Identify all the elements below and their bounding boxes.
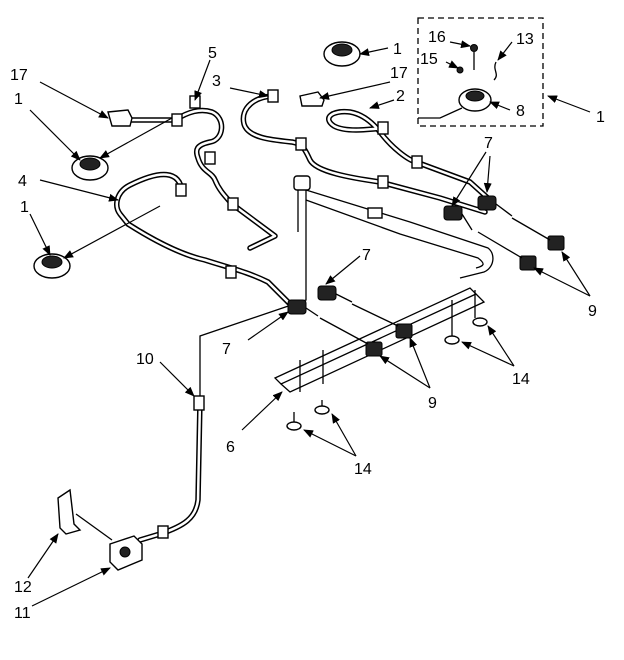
- burner-top-center: [323, 41, 361, 67]
- bracket-17-left: [107, 109, 133, 127]
- callout-7-middle: 7: [362, 247, 371, 264]
- bracket-17-right: [299, 91, 325, 107]
- callout-8: 8: [516, 103, 525, 120]
- callout-12: 12: [14, 579, 32, 596]
- tube-fittings: [157, 89, 423, 539]
- burner-detail-link: [418, 107, 463, 119]
- callout-5: 5: [208, 45, 217, 62]
- screws: [286, 317, 488, 431]
- callout-4: 4: [18, 173, 27, 190]
- callout-6: 6: [226, 439, 235, 456]
- callout-14-right: 14: [512, 371, 530, 388]
- leader-lines: [27, 40, 591, 607]
- callout-1-left-upper: 1: [14, 91, 23, 108]
- callout-11: 11: [14, 605, 31, 622]
- callout-7-left: 7: [222, 341, 231, 358]
- callout-7-top: 7: [484, 135, 493, 152]
- tube-2: [326, 108, 493, 203]
- callout-16: 16: [428, 29, 446, 46]
- callout-17-right: 17: [390, 65, 408, 82]
- burner-detail: [456, 44, 497, 112]
- pressure-regulator: [109, 535, 143, 571]
- manifold-drop-line: [199, 232, 307, 400]
- callout-9-right: 9: [588, 303, 597, 320]
- callout-9-center: 9: [428, 395, 437, 412]
- tube-10: [137, 397, 203, 543]
- regulator-bracket-link: [75, 513, 113, 541]
- burner-bracket: [273, 287, 486, 393]
- valves: [287, 195, 513, 317]
- callout-1-right: 1: [596, 109, 605, 126]
- orifices: [319, 217, 565, 357]
- burner-detail-box: [417, 17, 544, 127]
- callout-2: 2: [396, 88, 405, 105]
- callout-1-left-lower: 1: [20, 199, 29, 216]
- callout-15: 15: [420, 51, 438, 68]
- callout-10: 10: [136, 351, 154, 368]
- tube-5: [115, 107, 278, 251]
- burner-left-lower: [33, 253, 71, 279]
- manifold-pipe: [293, 175, 494, 279]
- regulator-bracket: [57, 488, 82, 535]
- callout-14-center: 14: [354, 461, 372, 478]
- callout-1-top-center: 1: [393, 41, 402, 58]
- burner-left-upper: [71, 155, 109, 181]
- callout-17-left: 17: [10, 67, 28, 84]
- callout-13: 13: [516, 31, 534, 48]
- tube-3: [240, 93, 488, 215]
- callout-3: 3: [212, 73, 221, 90]
